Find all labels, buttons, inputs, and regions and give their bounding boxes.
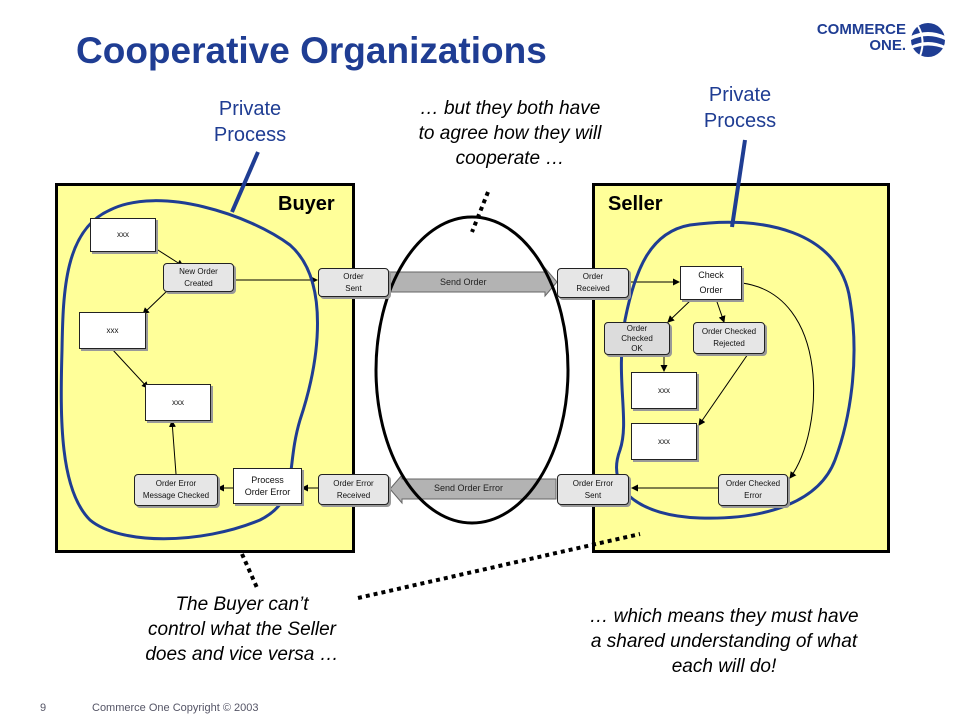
send-order-error-label: Send Order Error bbox=[434, 483, 504, 493]
arrow-check-to-rejected bbox=[715, 298, 726, 323]
buyer-private-outline bbox=[59, 199, 319, 541]
send-order-label: Send Order bbox=[440, 277, 487, 287]
arrow-new-order-to-xxx bbox=[142, 289, 169, 315]
right-private-pointer bbox=[730, 139, 747, 228]
control-pointer-buyer bbox=[240, 553, 260, 591]
cooperation-ellipse bbox=[374, 215, 570, 525]
send-error-arrow bbox=[389, 473, 557, 505]
logo-line-2: ONE. bbox=[869, 37, 906, 54]
copyright-text: Commerce One Copyright © 2003 bbox=[92, 702, 259, 714]
commerce-one-logo: COMMERCE ONE. bbox=[812, 18, 948, 62]
page-number: 9 bbox=[40, 702, 47, 714]
arrow-rejected-to-xxx bbox=[698, 353, 749, 426]
agree-pointer bbox=[470, 191, 490, 233]
buyer-xxx-3: xxx bbox=[145, 384, 211, 421]
left-private-pointer bbox=[230, 151, 260, 213]
globe-icon bbox=[911, 23, 945, 57]
seller-xxx-1: xxx bbox=[631, 372, 697, 409]
buyer-label: Buyer bbox=[278, 193, 335, 215]
buyer-xxx-1: xxx bbox=[90, 218, 156, 252]
seller-xxx-2: xxx bbox=[631, 423, 697, 460]
buyer-xxx-2: xxx bbox=[79, 312, 146, 349]
page-title: Cooperative Organizations bbox=[76, 30, 547, 71]
seller-label: Seller bbox=[608, 193, 663, 215]
arrow-check-to-error bbox=[741, 282, 815, 479]
control-pointer-seller bbox=[357, 532, 641, 600]
seller-private-outline bbox=[615, 220, 856, 520]
arrow-xxx-to-xxx bbox=[111, 348, 149, 389]
arrow-error-msg-to-xxx bbox=[168, 420, 177, 475]
arrow-check-to-ok bbox=[667, 298, 693, 323]
logo-line-1: COMMERCE bbox=[816, 21, 906, 38]
